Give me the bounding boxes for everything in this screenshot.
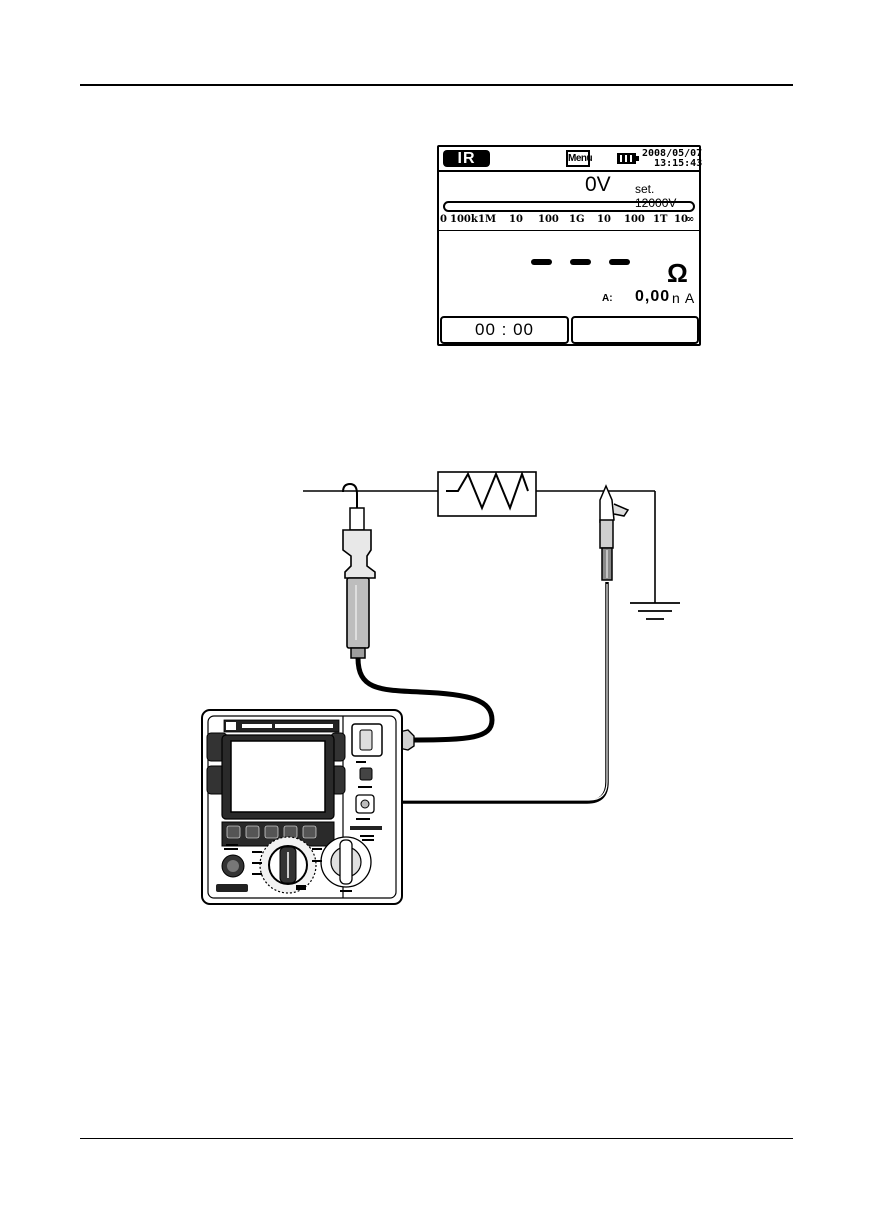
alligator-clip-icon (600, 486, 628, 580)
resistor-icon (438, 472, 536, 516)
ground-icon (630, 603, 680, 619)
insulation-tester-icon (202, 710, 402, 904)
footer-rule (80, 1138, 793, 1139)
hook-probe-icon (343, 484, 375, 658)
